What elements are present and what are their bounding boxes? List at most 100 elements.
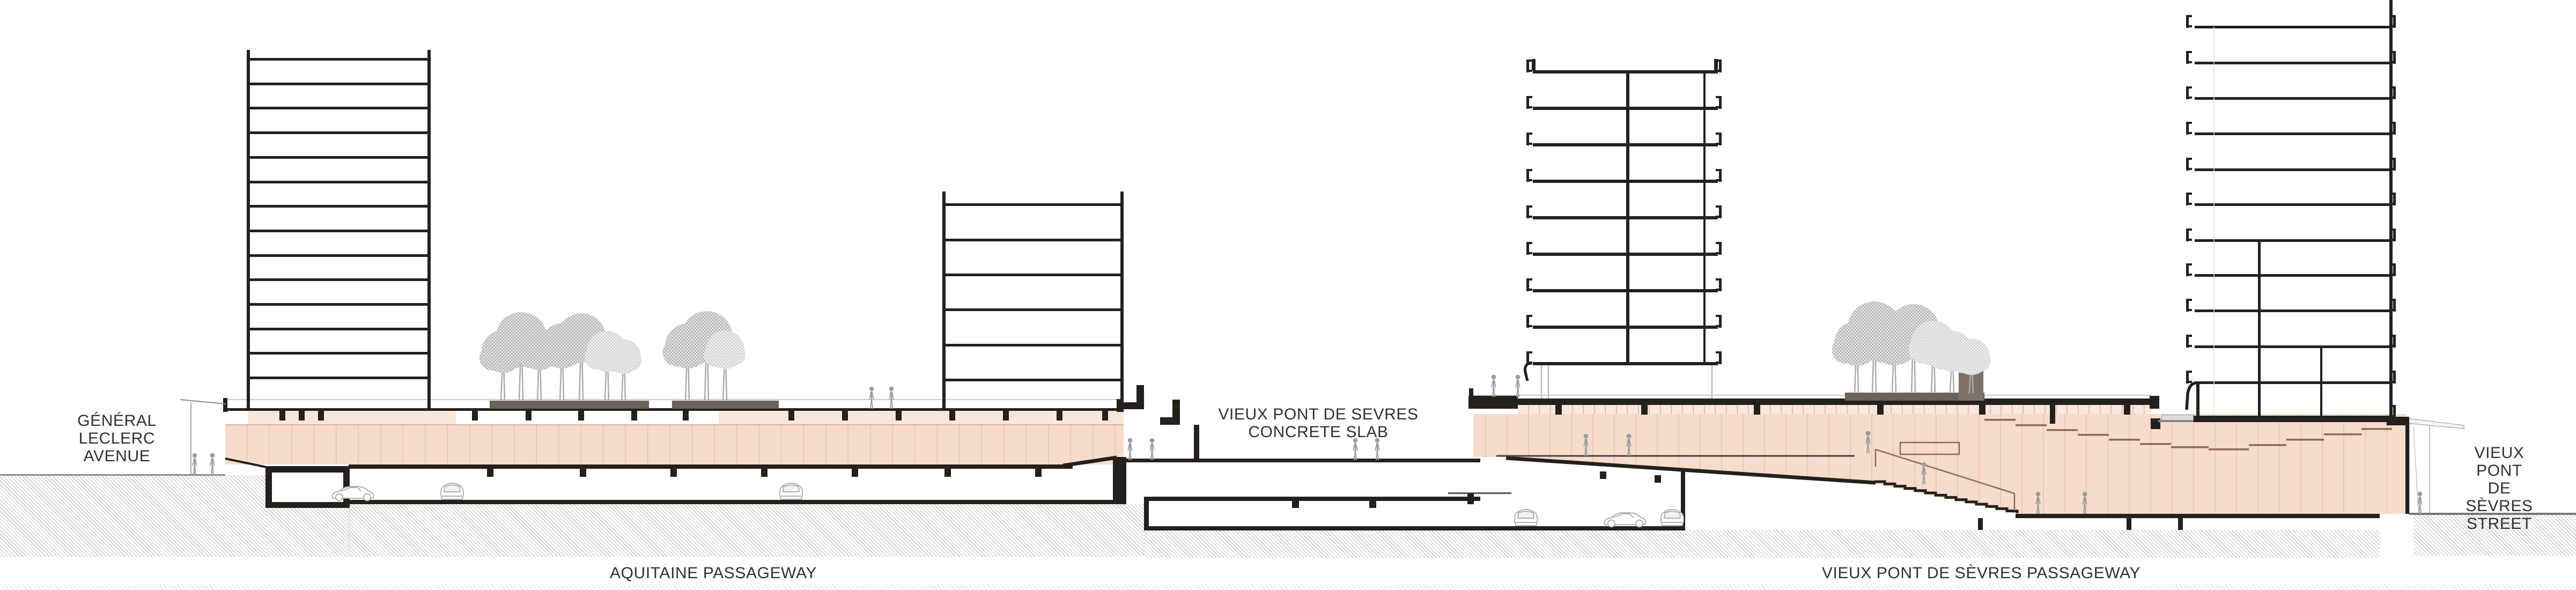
car-side-view <box>331 486 374 502</box>
terrace-step-line <box>2324 433 2361 436</box>
deck-column-stub <box>1555 405 1562 415</box>
right-deck-top-line <box>1473 395 2151 396</box>
ground-hatch <box>0 475 267 557</box>
balcony-hook <box>2186 15 2192 28</box>
tower4-floor-slab <box>2195 132 2392 135</box>
person-figure <box>1375 438 1380 460</box>
left-deck-line <box>224 408 1124 411</box>
deck-column-stub <box>578 411 584 421</box>
tunnel-ceiling-stub <box>670 469 677 477</box>
curved-rail <box>2185 381 2199 410</box>
tower1-floor-line <box>247 254 431 257</box>
tower3-inner-wall <box>1703 70 1706 365</box>
tower1-floor-line <box>247 327 431 330</box>
stair-handrail <box>1874 441 2016 511</box>
left-band-divider <box>225 424 1124 425</box>
deck-column-stub <box>683 411 689 421</box>
left-lower-band <box>225 425 1124 464</box>
tree-planter <box>672 401 779 409</box>
person-figure <box>210 453 215 475</box>
label-vps-street: VIEUX PONT DE SÈVRES STREET <box>2466 444 2533 533</box>
bridge-end-post <box>2150 396 2159 409</box>
balcony-hook <box>1716 132 1722 145</box>
person-figure <box>869 386 874 409</box>
label-aquitaine-passageway: AQUITAINE PASSAGEWAY <box>610 564 817 582</box>
terrace-step-line <box>2209 448 2249 451</box>
tower1-floor-line <box>247 278 431 282</box>
balcony-hook <box>2186 263 2192 276</box>
deck-column-stub <box>1641 405 1648 415</box>
balcony-hook <box>1716 351 1722 364</box>
tunnel-ceiling <box>349 464 1073 469</box>
tower2-floor-line <box>942 239 1124 241</box>
deck-column-stub <box>1003 411 1009 421</box>
tower4-base-slab <box>2194 416 2394 422</box>
street-ground-line <box>2409 513 2576 515</box>
terrace-step-line <box>2249 444 2286 446</box>
person-figure <box>1583 433 1589 456</box>
balcony-hook <box>1716 278 1722 291</box>
tunnel-ceiling-stub <box>580 469 586 477</box>
tunnel-ceiling-stub <box>944 469 951 477</box>
person-figure <box>2417 491 2423 514</box>
right-tick-band <box>1518 405 2151 414</box>
tunnel-ceiling-stub <box>1035 469 1042 477</box>
tower4-inner-wall <box>2320 345 2322 422</box>
tower3-floor-slab <box>1533 107 1718 110</box>
balcony-hook <box>2390 263 2396 276</box>
person-figure <box>2035 491 2041 514</box>
tower2-right-wall <box>1120 191 1124 411</box>
balcony-hook <box>2390 405 2396 418</box>
ramp-stub <box>1655 475 1661 483</box>
balcony-hook <box>2186 228 2192 241</box>
tower4-inner-wall <box>2258 239 2261 422</box>
balcony-hook <box>1526 242 1532 255</box>
tower3-floor-slab <box>1533 289 1718 292</box>
balcony-hook <box>2390 371 2396 384</box>
deck-column-stub <box>1979 405 1985 415</box>
balcony-hook <box>1716 242 1722 255</box>
deck-column-stub <box>318 411 324 421</box>
old-slab-support-line <box>1448 492 1511 494</box>
tower2-floor-line <box>942 308 1124 311</box>
right-podium-pink-mass <box>1473 414 2407 514</box>
tower1-floor-line <box>247 131 431 135</box>
deck-column-stub <box>842 411 848 421</box>
tower4-floor-slab <box>2195 239 2392 242</box>
tunnel-ceiling-stub <box>761 469 767 477</box>
balcony-hook <box>2186 86 2192 99</box>
tower1-floor-line <box>247 180 431 183</box>
tree <box>1951 338 1991 394</box>
balcony-hook <box>1716 96 1722 109</box>
tower4-floor-slab <box>2195 274 2392 277</box>
right-deck-left-post <box>1469 388 1473 397</box>
person-figure <box>1491 374 1496 397</box>
tunnel-ceiling-stub <box>852 469 858 477</box>
label-vps-passageway: VIEUX PONT DE SÈVRES PASSAGEWAY <box>1821 564 2141 582</box>
person-figure <box>1865 431 1871 453</box>
balcony-hook <box>1526 315 1532 328</box>
balcony-hook <box>1716 205 1722 218</box>
tower4-floor-slab <box>2195 97 2392 100</box>
passage-post <box>2127 518 2131 530</box>
street-face-line <box>2413 426 2419 511</box>
tree <box>604 340 642 402</box>
tunnel-end-wall <box>1113 457 1126 504</box>
balcony-hook <box>2390 335 2396 348</box>
bridge-end-step <box>2151 418 2160 429</box>
tunnel-ceiling-stub <box>487 469 493 477</box>
car-side-view <box>1604 512 1647 528</box>
mid-tunnel-ceiling <box>1144 497 1480 501</box>
label-general-leclerc-avenue: GÉNÉRAL LECLERC AVENUE <box>77 412 157 465</box>
person-figure <box>1626 433 1632 456</box>
balcony-hook <box>2186 371 2192 384</box>
balcony-hook <box>2186 299 2192 312</box>
tower3-floor-slab <box>1533 70 1718 73</box>
ramp-line <box>1505 456 1876 485</box>
mid-tunnel-stub <box>1292 501 1299 508</box>
person-figure <box>1921 462 1927 484</box>
tower3-center-wall <box>1626 70 1629 365</box>
tree-planter <box>1845 393 1984 401</box>
